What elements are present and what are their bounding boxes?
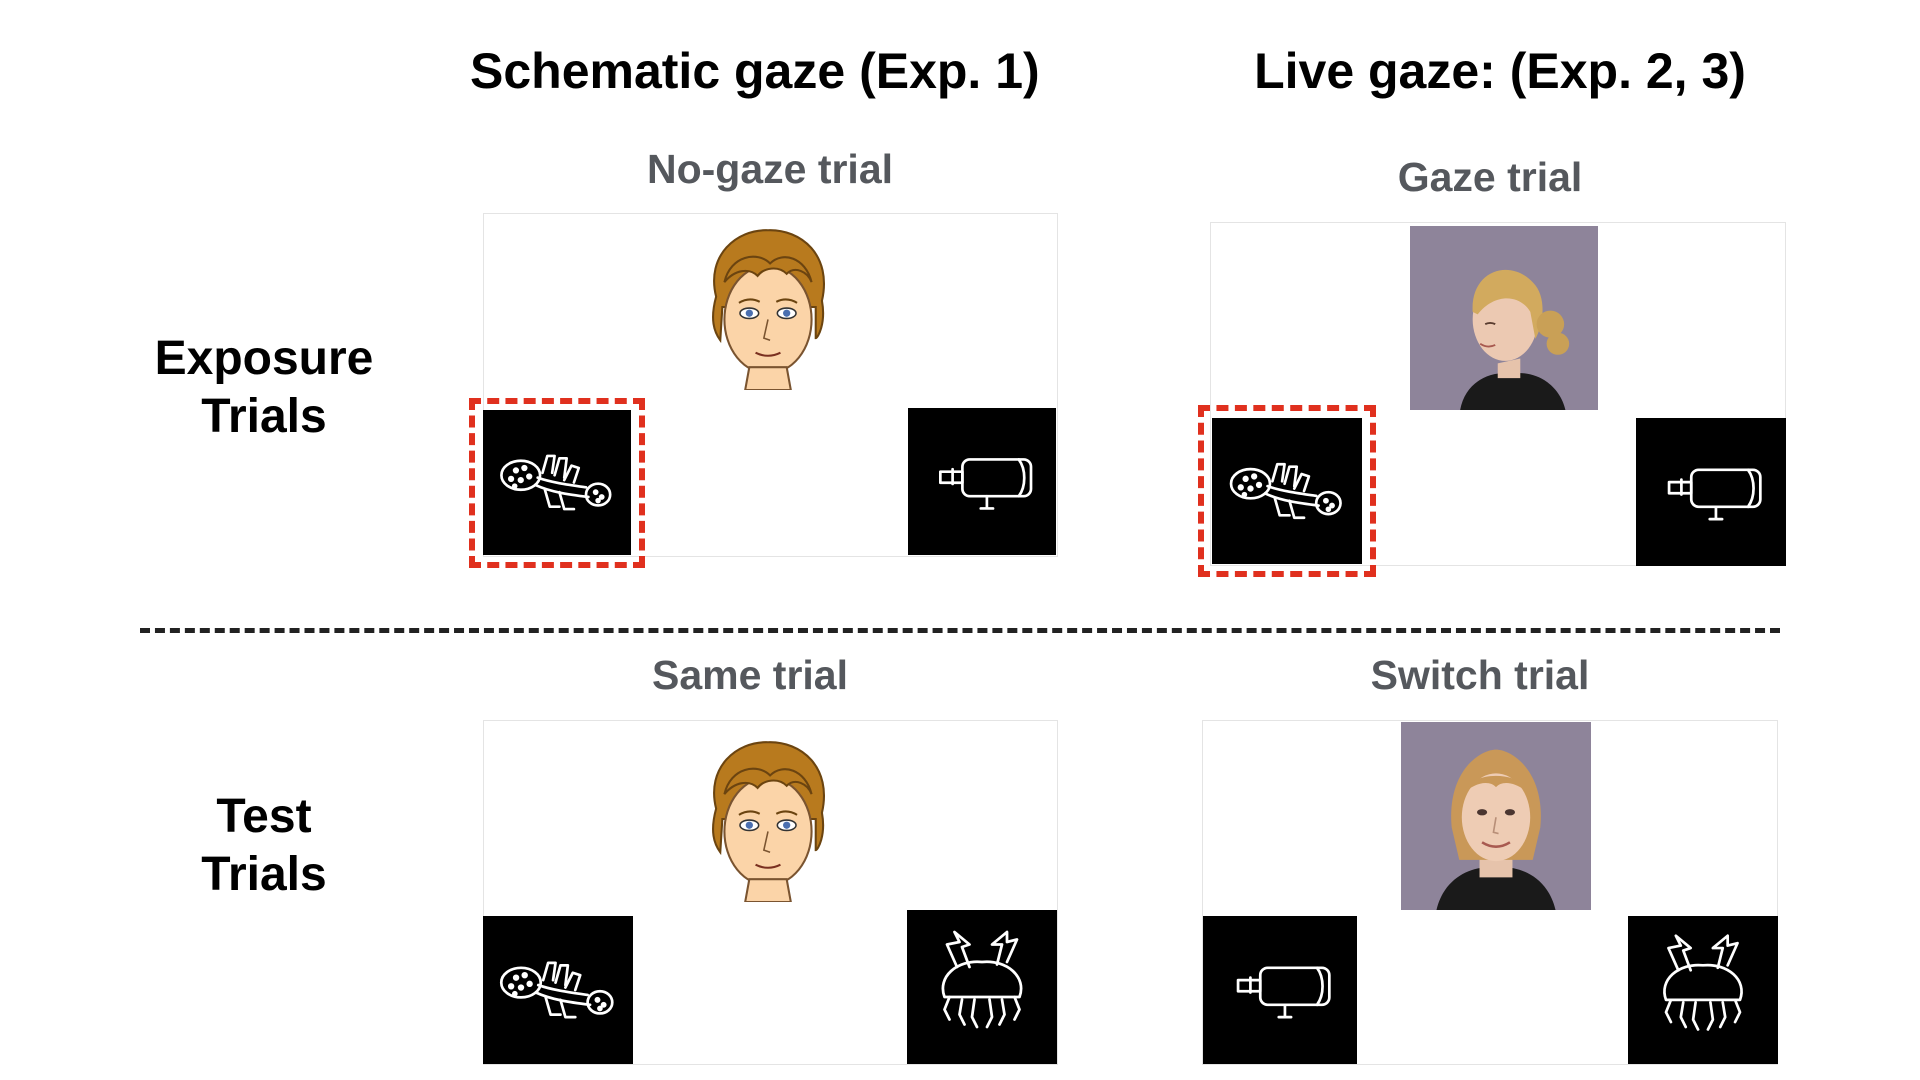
- cartoon-face-icon: [694, 224, 842, 390]
- target-highlight: [1198, 405, 1376, 577]
- panel-title-no-gaze: No-gaze trial: [646, 146, 894, 192]
- panel-title-switch: Switch trial: [1370, 652, 1590, 698]
- section-divider: [140, 628, 1780, 633]
- jellyfish-object-icon: [1628, 916, 1778, 1064]
- bug-object-icon: [1212, 418, 1362, 564]
- bug-object-icon: [483, 410, 631, 555]
- woman-looking-left-photo: [1410, 226, 1598, 410]
- cylinder-object-icon: [908, 408, 1056, 555]
- cylinder-object-icon: [1203, 916, 1357, 1064]
- row-label-test: Test Trials: [104, 788, 424, 904]
- row-label-exposure-line1: Exposure: [154, 332, 374, 385]
- column-header-schematic: Schematic gaze (Exp. 1): [470, 43, 1040, 99]
- jellyfish-object-icon: [907, 910, 1057, 1064]
- row-label-exposure-line2: Trials: [201, 390, 327, 443]
- bug-object-icon: [483, 916, 633, 1064]
- cartoon-face-icon: [694, 736, 842, 902]
- panel-title-same: Same trial: [652, 652, 848, 698]
- row-label-test-line2: Trials: [201, 848, 327, 901]
- cylinder-object-icon: [1636, 418, 1786, 566]
- panel-title-gaze: Gaze trial: [1397, 154, 1583, 200]
- target-highlight: [469, 398, 645, 568]
- woman-facing-forward-photo: [1401, 722, 1591, 910]
- row-label-exposure: Exposure Trials: [104, 330, 424, 446]
- column-header-live: Live gaze: (Exp. 2, 3): [1254, 43, 1746, 99]
- row-label-test-line1: Test: [216, 790, 312, 843]
